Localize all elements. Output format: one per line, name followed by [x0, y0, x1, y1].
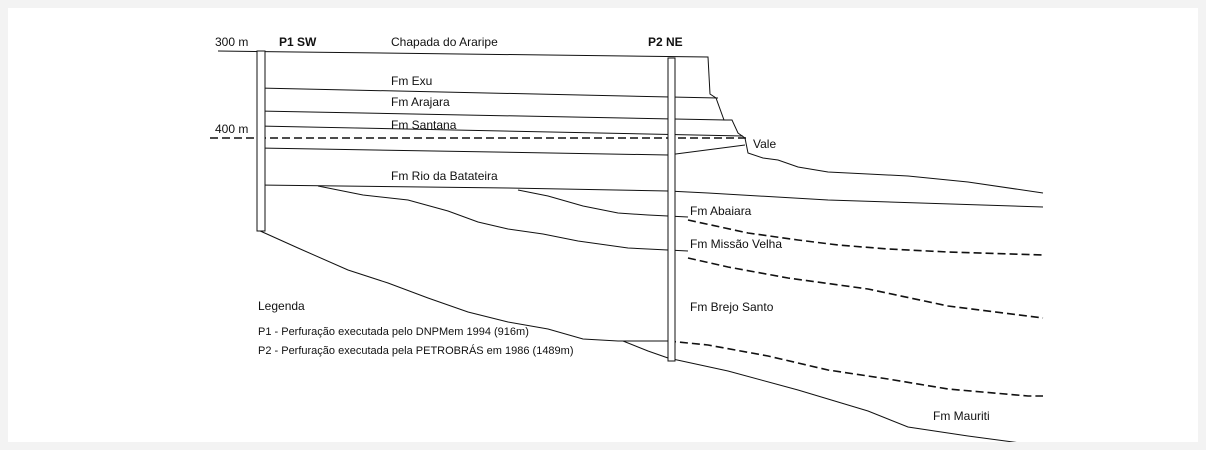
legend-title: Legenda — [258, 299, 305, 313]
fm-mauriti-label: Fm Mauriti — [933, 409, 990, 423]
well-p2 — [667, 57, 676, 362]
arajara-base-line — [257, 110, 727, 121]
diagram-sheet: 300 m 400 m P1 SW P2 NE Chapada do Arari… — [8, 8, 1198, 442]
abaiara-base-dashed-line — [687, 219, 1044, 256]
abaiara-base-line — [517, 189, 689, 218]
fm-abaiara-label: Fm Abaiara — [690, 204, 752, 218]
missao-velha-base-line — [317, 185, 689, 252]
plateau-label: Chapada do Araripe — [391, 35, 498, 49]
fm-missao-velha-label: Fm Missão Velha — [690, 237, 782, 251]
valley-label: Vale — [753, 137, 776, 151]
legend-item-p2: P2 - Perfuração executada pela PETROBRÁS… — [258, 344, 574, 357]
missao-velha-base-dashed-line — [687, 257, 1044, 319]
geologic-cross-section: 300 m 400 m P1 SW P2 NE Chapada do Arari… — [210, 35, 1044, 442]
fm-arajara-label: Fm Arajara — [391, 95, 450, 109]
rio-batateira-base-line — [257, 184, 1044, 208]
brejo-santo-base-line — [257, 229, 668, 342]
elevation-300m-label: 300 m — [215, 35, 248, 49]
mauriti-base-line — [667, 357, 1017, 442]
well-p1 — [256, 50, 266, 232]
elevation-400m-label: 400 m — [215, 122, 248, 136]
wedge-line — [622, 340, 669, 359]
ground-surface-line — [217, 50, 1044, 194]
fm-exu-label: Fm Exu — [391, 74, 432, 88]
exu-base-line — [257, 87, 719, 99]
fm-rio-batateira-label: Fm Rio da Batateira — [391, 169, 498, 183]
legend-item-p1: P1 - Perfuração executada pelo DNPMem 19… — [258, 326, 529, 338]
brejo-santo-base-dashed-line — [667, 340, 1043, 397]
santana-top-line — [257, 125, 744, 137]
well-p1-label: P1 SW — [279, 35, 317, 49]
fm-santana-label: Fm Santana — [391, 118, 457, 132]
fm-brejo-santo-label: Fm Brejo Santo — [690, 300, 774, 314]
well-p2-label: P2 NE — [648, 35, 683, 49]
